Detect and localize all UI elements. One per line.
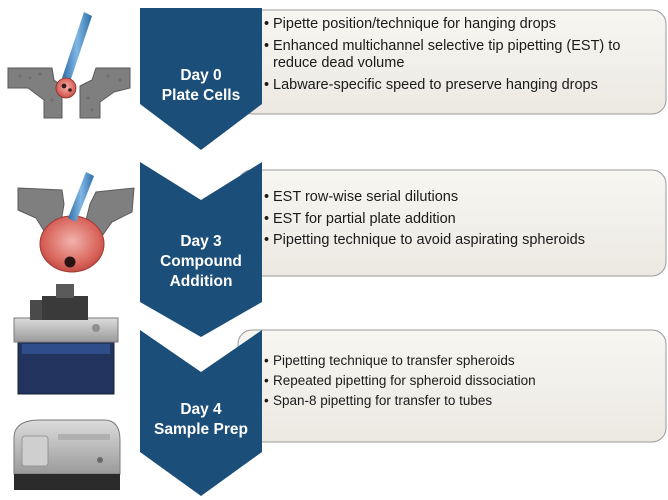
step-1-bullets: Pipette position/technique for hanging d… [264,16,660,94]
step-2-bullets: EST row-wise serial dilutions EST for pa… [264,189,660,250]
step-2-label: Day 3 Compound Addition [140,232,262,292]
hanging-drop-plate-icon [7,12,131,119]
microscope-instrument-icon [13,284,119,395]
step-2-day: Day 3 [180,233,222,250]
flow-cytometer-instrument-icon [13,419,121,490]
step-2-bullet-1: EST row-wise serial dilutions [264,189,660,207]
step-3-bullet-1: Pipetting technique to transfer spheroid… [264,352,660,369]
step-3-bullet-2: Repeated pipetting for spheroid dissocia… [264,372,660,389]
compound-addition-plate-icon [17,172,135,273]
step-1-title: Plate Cells [161,87,241,104]
step-2-bullet-2: EST for partial plate addition [264,211,660,229]
step-1-bullet-3: Labware-specific speed to preserve hangi… [264,77,660,95]
step-3-day: Day 4 [180,401,222,418]
step-chevron-1 [140,8,262,150]
step-3-bullet-3: Span-8 pipetting for transfer to tubes [264,392,660,409]
step-2-title-line-1: Compound [160,253,242,270]
step-1-day: Day 0 [180,67,222,84]
step-1-bullet-1: Pipette position/technique for hanging d… [264,16,660,34]
step-1-label: Day 0 Plate Cells [140,66,262,106]
step-chevron-2 [140,162,262,337]
step-3-title: Sample Prep [154,421,248,438]
step-2-title-line-2: Addition [169,273,233,290]
step-chevron-3 [140,330,262,496]
step-1-bullet-2: Enhanced multichannel selective tip pipe… [264,38,660,73]
step-3-label: Day 4 Sample Prep [140,400,262,440]
step-3-bullets: Pipetting technique to transfer spheroid… [264,352,660,409]
step-2-bullet-3: Pipetting technique to avoid aspirating … [264,232,660,250]
